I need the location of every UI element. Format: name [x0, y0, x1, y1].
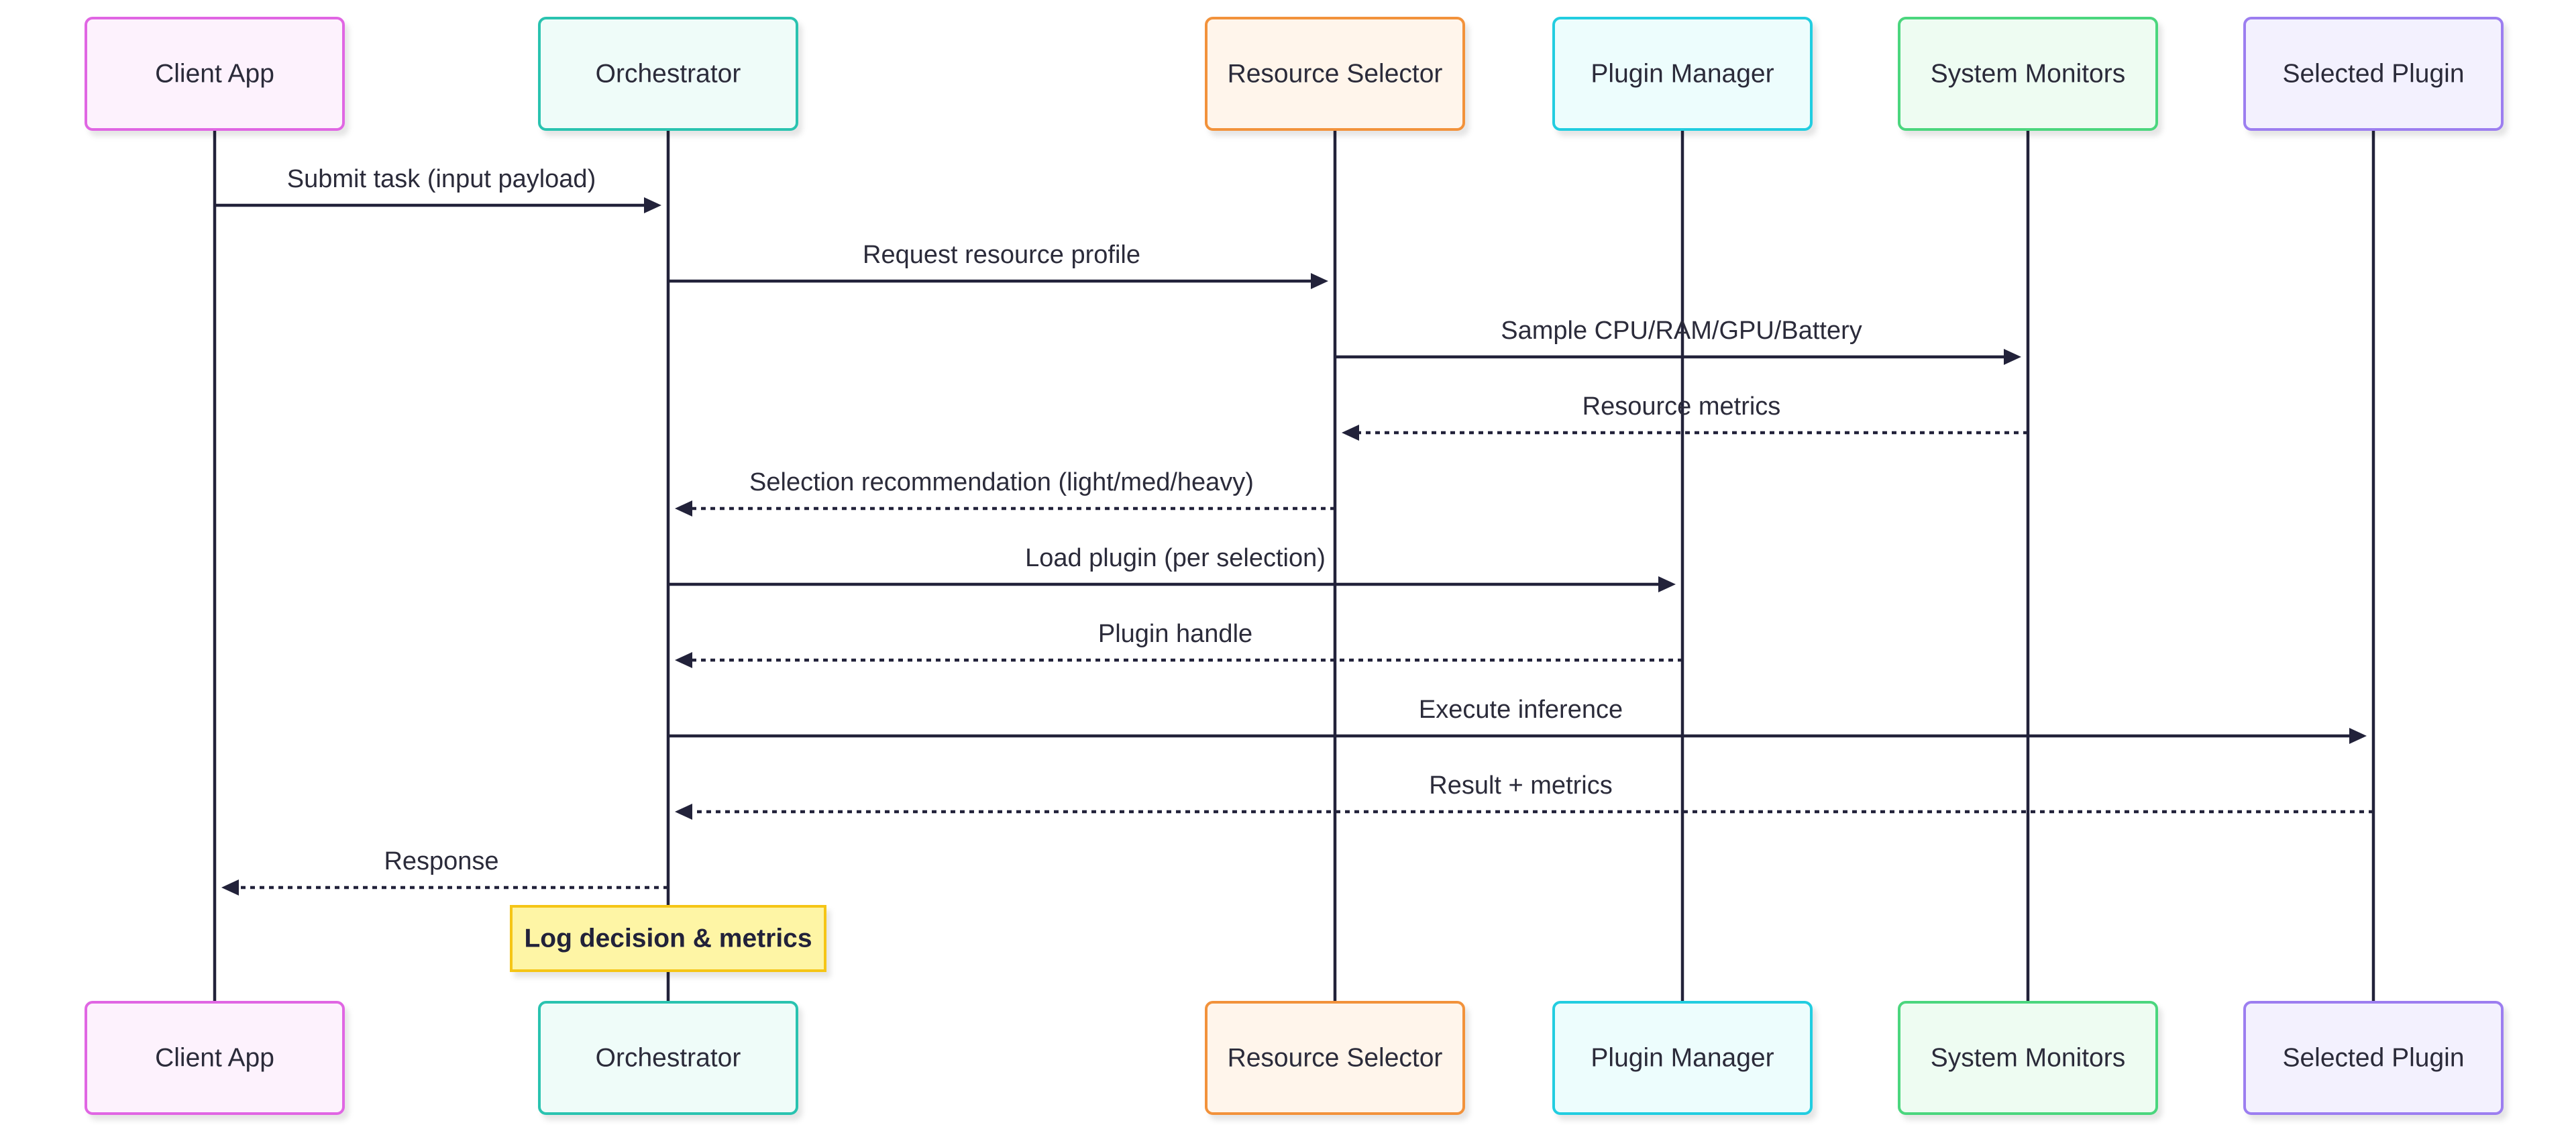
participant-orchestrator-top: Orchestrator [538, 17, 798, 131]
message-submit-task-input-payload: Submit task (input payload) [215, 165, 661, 213]
participant-label: Selected Plugin [2282, 1044, 2464, 1073]
participant-plugins-top: Plugin Manager [1552, 17, 1813, 131]
participant-orchestrator-bottom: Orchestrator [538, 1001, 798, 1115]
note-box [510, 905, 826, 972]
arrowhead-icon [675, 652, 692, 668]
message-selection-recommendation-light-med-heavy: Selection recommendation (light/med/heav… [675, 468, 1335, 517]
message-result-metrics: Result + metrics [675, 771, 2373, 820]
participant-box [2243, 17, 2504, 131]
participant-monitors-bottom: System Monitors [1898, 1001, 2158, 1115]
message-label: Response [384, 847, 498, 875]
message-label: Sample CPU/RAM/GPU/Battery [1501, 317, 1862, 345]
participant-box [1205, 1001, 1465, 1115]
participant-box [1898, 17, 2158, 131]
participants-bottom: Client App Orchestrator Resource Selector P… [85, 1001, 2504, 1115]
participant-label: Client App [155, 1044, 274, 1073]
participant-label: System Monitors [1931, 1044, 2125, 1073]
participant-box [1205, 17, 1465, 131]
message-plugin-handle: Plugin handle [675, 620, 1682, 668]
participant-label: Client App [155, 60, 274, 89]
participant-box [538, 17, 798, 131]
arrowhead-icon [1658, 576, 1676, 592]
participant-selector-top: Resource Selector [1205, 17, 1465, 131]
message-execute-inference: Execute inference [668, 696, 2367, 744]
participant-label: Resource Selector [1228, 1044, 1443, 1073]
message-resource-metrics: Resource metrics [1342, 392, 2028, 441]
message-request-resource-profile: Request resource profile [668, 241, 1328, 289]
arrowhead-icon [675, 804, 692, 820]
participants-top: Client App Orchestrator Resource Selector P… [85, 17, 2504, 131]
messages: Submit task (input payload) Request resou… [215, 165, 2373, 896]
participant-plugin-bottom: Selected Plugin [2243, 1001, 2504, 1115]
arrowhead-icon [1311, 273, 1328, 289]
participant-box [85, 17, 345, 131]
participant-box [1552, 1001, 1813, 1115]
arrowhead-icon [644, 197, 661, 213]
note-log-decision: Log decision & metrics [510, 905, 826, 972]
participant-client-top: Client App [85, 17, 345, 131]
participant-plugins-bottom: Plugin Manager [1552, 1001, 1813, 1115]
participant-label: Orchestrator [596, 1044, 741, 1073]
participant-selector-bottom: Resource Selector [1205, 1001, 1465, 1115]
note-label: Log decision & metrics [524, 924, 812, 953]
participant-box [2243, 1001, 2504, 1115]
message-sample-cpu-ram-gpu-battery: Sample CPU/RAM/GPU/Battery [1335, 317, 2021, 365]
participant-client-bottom: Client App [85, 1001, 345, 1115]
lifelines [213, 129, 2375, 1002]
message-label: Load plugin (per selection) [1025, 544, 1326, 572]
participant-label: Orchestrator [596, 60, 741, 89]
participant-plugin-top: Selected Plugin [2243, 17, 2504, 131]
message-label: Selection recommendation (light/med/heav… [749, 468, 1254, 496]
participant-label: Plugin Manager [1591, 60, 1774, 89]
arrowhead-icon [2004, 349, 2021, 365]
message-label: Request resource profile [863, 241, 1140, 269]
participant-label: Selected Plugin [2282, 60, 2464, 89]
message-label: Execute inference [1419, 696, 1623, 724]
message-label: Result + metrics [1429, 771, 1612, 800]
message-label: Submit task (input payload) [287, 165, 596, 193]
participant-box [85, 1001, 345, 1115]
arrowhead-icon [675, 500, 692, 517]
arrowhead-icon [1342, 425, 1359, 441]
participant-label: Resource Selector [1228, 60, 1443, 89]
message-label: Resource metrics [1582, 392, 1781, 421]
participant-box [1552, 17, 1813, 131]
message-response: Response [221, 847, 668, 896]
participant-box [538, 1001, 798, 1115]
message-load-plugin-per-selection: Load plugin (per selection) [668, 544, 1676, 592]
arrowhead-icon [2349, 728, 2367, 744]
participant-monitors-top: System Monitors [1898, 17, 2158, 131]
participant-box [1898, 1001, 2158, 1115]
participant-label: System Monitors [1931, 60, 2125, 89]
arrowhead-icon [221, 879, 239, 896]
participant-label: Plugin Manager [1591, 1044, 1774, 1073]
message-label: Plugin handle [1098, 620, 1252, 648]
notes: Log decision & metrics [510, 905, 826, 972]
